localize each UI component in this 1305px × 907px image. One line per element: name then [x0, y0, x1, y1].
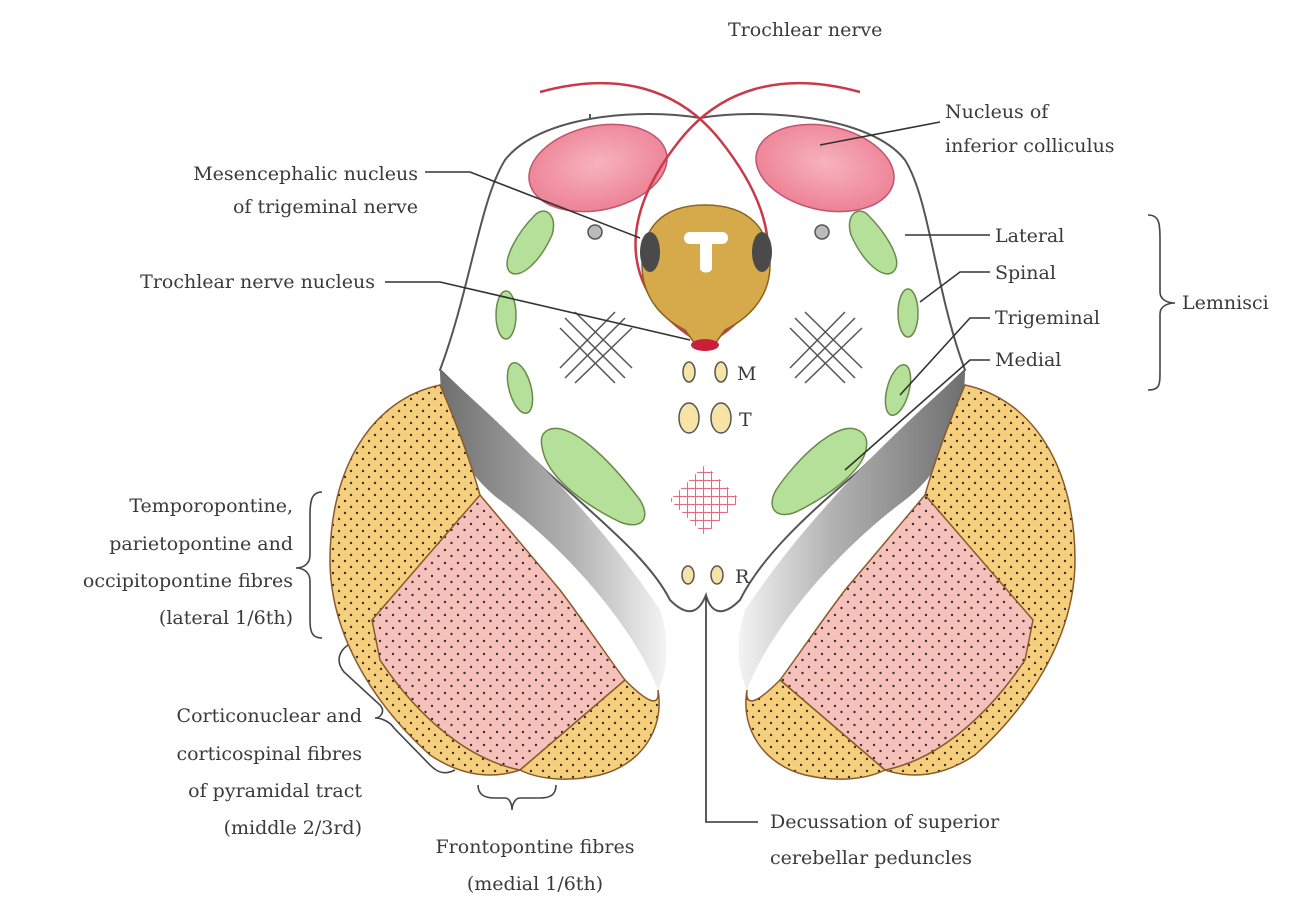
small-nucleus-right	[815, 225, 829, 239]
label-lemniscus-trigeminal: Trigeminal	[995, 307, 1100, 329]
mesencephalic-nucleus-right	[752, 232, 772, 272]
label-corticonuclear-4: (middle 2/3rd)	[224, 817, 362, 839]
label-mesencephalic-nucleus-2: of trigeminal nerve	[233, 196, 418, 218]
label-trochlear-nerve-nucleus: Trochlear nerve nucleus	[140, 271, 375, 293]
letter-m: M	[737, 363, 756, 385]
label-corticonuclear-3: of pyramidal tract	[188, 780, 362, 802]
label-decussation-2: cerebellar peduncles	[770, 847, 972, 869]
label-lemniscus-spinal: Spinal	[995, 262, 1056, 284]
label-temporopontine-2: parietopontine and	[109, 533, 293, 555]
label-temporopontine-3: occipitopontine fibres	[83, 570, 293, 592]
label-lemnisci: Lemnisci	[1182, 292, 1269, 314]
mesencephalic-nucleus-left	[640, 232, 660, 272]
label-nucleus-inferior-colliculus-1: Nucleus of	[945, 101, 1050, 123]
letter-r: R	[735, 566, 750, 588]
label-mesencephalic-nucleus-1: Mesencephalic nucleus	[193, 163, 418, 185]
label-temporopontine-4: (lateral 1/6th)	[159, 607, 293, 629]
label-trochlear-nerve: Trochlear nerve	[728, 19, 882, 41]
trochlear-nerve-nucleus	[691, 339, 719, 351]
label-corticonuclear-1: Corticonuclear and	[177, 705, 362, 727]
temporopontine-brace	[296, 492, 322, 638]
label-nucleus-inferior-colliculus-2: inferior colliculus	[945, 135, 1115, 157]
label-frontopontine-1: Frontopontine fibres	[436, 836, 635, 858]
frontopontine-brace	[478, 785, 556, 810]
label-decussation-1: Decussation of superior	[770, 811, 1000, 833]
label-temporopontine-1: Temporopontine,	[129, 495, 293, 517]
label-frontopontine-2: (medial 1/6th)	[467, 873, 603, 895]
label-lemniscus-lateral: Lateral	[995, 225, 1064, 247]
label-corticonuclear-2: corticospinal fibres	[176, 743, 362, 765]
small-nucleus-left	[588, 225, 602, 239]
letter-t: T	[739, 409, 752, 431]
lemnisci-brace	[1148, 215, 1175, 390]
label-lemniscus-medial: Medial	[995, 349, 1061, 371]
